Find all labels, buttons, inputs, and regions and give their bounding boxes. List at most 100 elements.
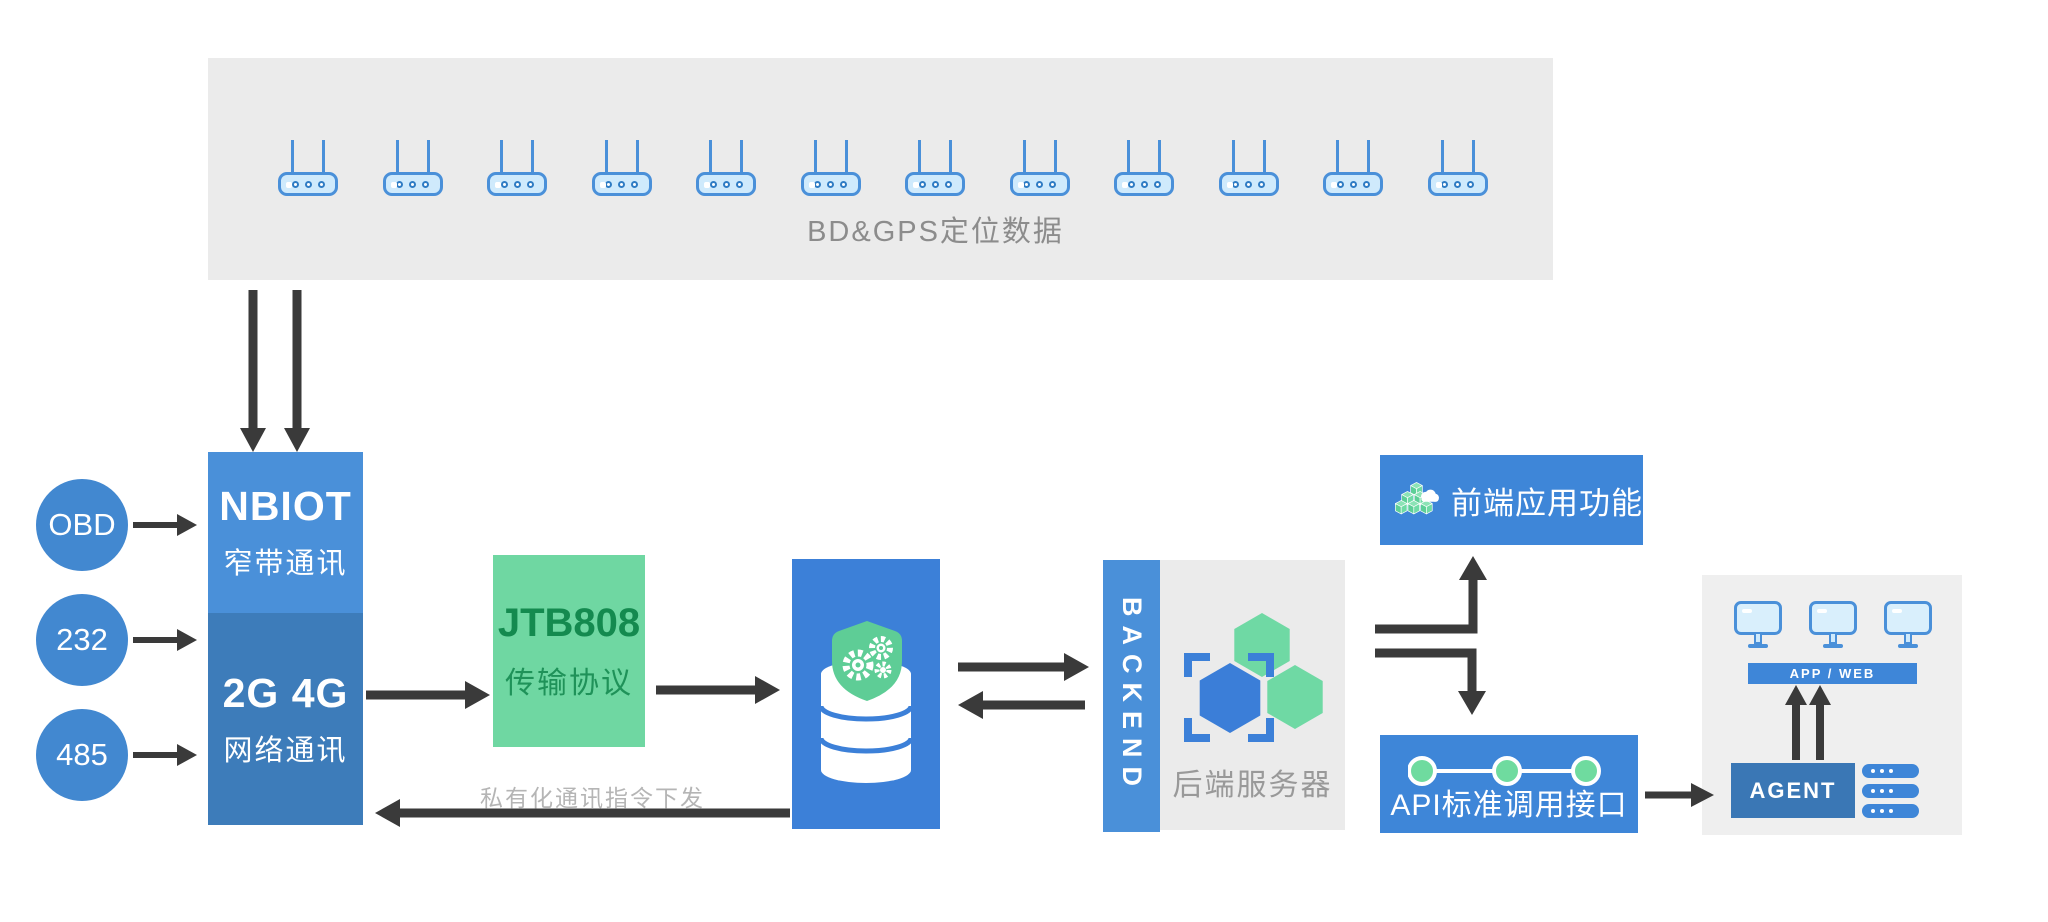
server-bar-icon <box>1862 764 1919 778</box>
router-device-icon <box>696 140 757 196</box>
input-label-232: 232 <box>56 622 108 657</box>
router-antenna <box>1127 140 1131 172</box>
router-antenna <box>740 140 744 172</box>
backend-vertical-label: BACKEND <box>1117 597 1147 795</box>
input-circle-485: 485 <box>36 709 128 801</box>
router-antenna <box>844 140 848 172</box>
router-device-icon <box>1218 140 1279 196</box>
monitor-icon <box>1734 601 1782 649</box>
monitor-row <box>1734 601 1932 649</box>
gateway-box: NBIOT 窄带通讯 2G 4G 网络通讯 <box>208 452 363 825</box>
router-device-icon <box>905 140 966 196</box>
router-body <box>1323 172 1384 196</box>
frontend-app-box: 前端应用功能 <box>1380 455 1643 545</box>
client-panel: APP / WEB AGENT <box>1702 575 1962 835</box>
router-body <box>278 172 338 196</box>
input-label-485: 485 <box>56 737 108 772</box>
router-antenna <box>1231 140 1235 172</box>
router-antenna <box>291 140 294 172</box>
router-body <box>382 172 443 196</box>
frontend-app-label: 前端应用功能 <box>1451 485 1643 521</box>
input-label-obd: OBD <box>48 507 116 542</box>
backend-server-label: 后端服务器 <box>1172 769 1333 802</box>
protocol-subtitle: 传输协议 <box>505 666 633 700</box>
router-device-icon <box>487 140 548 196</box>
corner-brackets <box>1184 653 1274 742</box>
device-row <box>278 140 1488 196</box>
router-antenna <box>1471 140 1475 172</box>
nbiot-subtitle: 窄带通讯 <box>223 548 348 580</box>
input-circle-obd: OBD <box>36 479 128 571</box>
router-antenna <box>604 140 608 172</box>
cellular-section: 2G 4G 网络通讯 <box>208 613 363 825</box>
arrow-backend-to-frontend <box>1375 556 1487 634</box>
nbiot-title: NBIOT <box>219 483 352 529</box>
agent-label: AGENT <box>1749 777 1837 803</box>
cloud-icon <box>1421 489 1439 502</box>
router-antenna <box>1022 140 1026 172</box>
protocol-box: JTB808 传输协议 <box>493 555 645 747</box>
router-device-icon <box>1009 140 1070 196</box>
device-cloud-label: BD&GPS定位数据 <box>807 216 1064 248</box>
arrow-232-to-gateway <box>133 629 197 651</box>
cellular-subtitle: 网络通讯 <box>223 734 348 767</box>
router-body <box>905 172 966 196</box>
arrow-devices-to-gateway-1 <box>240 290 266 452</box>
router-antenna <box>531 140 535 172</box>
router-antenna <box>1158 140 1162 172</box>
router-device-icon <box>800 140 861 196</box>
router-antenna <box>426 140 430 172</box>
arrow-485-to-gateway <box>133 744 197 766</box>
input-circle-232: 232 <box>36 594 128 686</box>
router-device-icon <box>591 140 652 196</box>
router-antenna <box>1336 140 1340 172</box>
cellular-title: 2G 4G <box>222 669 349 716</box>
downlink-caption: 私有化通讯指令下发 <box>480 785 705 811</box>
router-antenna <box>500 140 504 172</box>
arrow-protocol-to-database <box>656 676 780 704</box>
router-antenna <box>813 140 817 172</box>
router-device-icon <box>1323 140 1384 196</box>
router-antenna <box>918 140 922 172</box>
router-body <box>1009 172 1070 196</box>
nbiot-section: NBIOT 窄带通讯 <box>208 452 363 613</box>
api-label: API标准调用接口 <box>1390 789 1628 822</box>
arrow-backend-to-database <box>958 691 1085 719</box>
router-antenna <box>635 140 639 172</box>
blue-hexagon <box>1199 663 1261 733</box>
cube <box>1395 500 1408 515</box>
api-box: API标准调用接口 <box>1380 735 1638 833</box>
server-bar-icon <box>1862 804 1919 818</box>
router-body <box>487 172 548 196</box>
router-body <box>1218 172 1279 196</box>
arrow-backend-to-api <box>1375 648 1486 715</box>
arrow-devices-to-gateway-2 <box>284 290 310 452</box>
router-body <box>696 172 757 196</box>
router-antenna <box>395 140 399 172</box>
security-shield-icon <box>832 621 902 701</box>
timeline-nodes-icon <box>1408 756 1601 786</box>
router-body <box>1114 172 1175 196</box>
monitor-icon <box>1809 601 1857 649</box>
hexagon-cluster-icon <box>1184 613 1323 742</box>
arrow-gateway-to-protocol <box>366 681 490 709</box>
protocol-title: JTB808 <box>497 600 641 645</box>
agent-box: AGENT <box>1731 763 1855 818</box>
router-body <box>1427 172 1488 196</box>
appweb-bar: APP / WEB <box>1748 663 1917 684</box>
arrow-obd-to-gateway <box>133 514 197 536</box>
router-antenna <box>1440 140 1444 172</box>
server-stack-icon <box>1862 764 1919 818</box>
arrow-database-to-backend <box>958 653 1089 681</box>
router-antenna <box>322 140 325 172</box>
router-device-icon <box>1427 140 1488 196</box>
shield-database-icon <box>818 621 914 783</box>
backend-vertical-bar: BACKEND <box>1103 560 1160 832</box>
router-device-icon <box>1114 140 1175 196</box>
monitor-icon <box>1884 601 1932 649</box>
router-body <box>591 172 652 196</box>
server-bar-icon <box>1862 784 1919 798</box>
router-device-icon <box>278 140 338 196</box>
secure-database-box <box>792 559 940 829</box>
router-antenna <box>1262 140 1266 172</box>
